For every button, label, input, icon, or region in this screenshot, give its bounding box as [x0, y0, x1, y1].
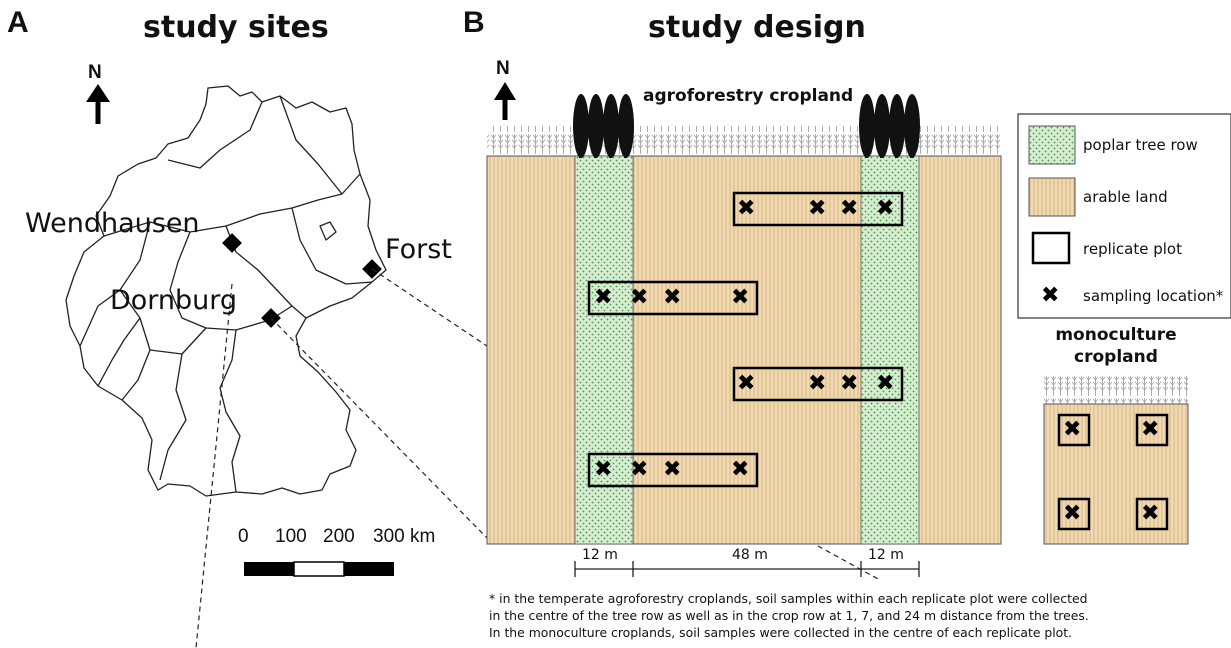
sampling-cross-icon: ✖ — [630, 457, 649, 482]
replicate-plot — [732, 191, 904, 227]
legend-label-plot: replicate plot — [1083, 240, 1182, 258]
poplar-trees-east — [859, 94, 920, 158]
state-border — [279, 95, 343, 195]
replicate-plot — [1135, 497, 1169, 531]
monoculture-title-line-1: monoculture — [1055, 325, 1177, 345]
dimension-label: 12 m — [868, 547, 904, 563]
footnote: * in the temperate agroforestry cropland… — [489, 590, 1089, 641]
dimension-lines — [574, 561, 920, 577]
sampling-cross-icon: ✖ — [1063, 417, 1082, 442]
sampling-cross-icon: ✖ — [1141, 501, 1160, 526]
monoculture-field — [1043, 403, 1189, 545]
state-border — [79, 221, 151, 347]
sampling-cross-icon: ✖ — [1063, 501, 1082, 526]
site-label-forst: Forst — [385, 234, 452, 265]
sampling-cross-icon: ✖ — [663, 285, 682, 310]
poplar-trees-west — [573, 94, 634, 158]
leader-line — [817, 545, 881, 581]
sampling-cross-icon: ✖ — [731, 285, 750, 310]
sampling-cross-icon: ✖ — [594, 285, 613, 310]
state-border — [219, 329, 241, 493]
dimension-label: 48 m — [732, 547, 768, 563]
legend-label-sampling: sampling location* — [1083, 287, 1224, 305]
sampling-cross-icon: ✖ — [630, 285, 649, 310]
leader-line — [270, 317, 488, 539]
scale-bar — [244, 561, 394, 577]
panel-title-b: study design — [648, 10, 866, 45]
scale-tick-300: 300 km — [373, 526, 436, 547]
sampling-cross-icon: ✖ — [663, 457, 682, 482]
monoculture-title: monoculture cropland — [1036, 324, 1196, 368]
state-border — [167, 101, 263, 169]
sampling-cross-icon: ✖ — [1141, 417, 1160, 442]
agroforestry-title: agroforestry cropland — [640, 86, 857, 106]
replicate-plot — [732, 366, 904, 402]
monoculture-title-line-2: cropland — [1074, 347, 1158, 367]
scale-tick-100: 100 — [275, 526, 307, 547]
scale-tick-200: 200 — [323, 526, 355, 547]
sampling-cross-icon: ✖ — [840, 371, 859, 396]
leader-line — [371, 268, 488, 347]
state-border — [97, 317, 141, 387]
north-arrow-icon — [494, 82, 516, 120]
footnote-line-2: in the centre of the tree row as well as… — [489, 608, 1089, 623]
replicate-plot — [1135, 413, 1169, 447]
state-border — [291, 207, 373, 285]
germany-map — [65, 85, 387, 497]
replicate-plot — [587, 280, 759, 316]
footnote-line-1: * in the temperate agroforestry cropland… — [489, 591, 1088, 606]
panel-title-a: study sites — [143, 10, 329, 45]
panel-letter-b: B — [463, 6, 485, 39]
state-border — [319, 221, 337, 241]
footnote-line-3: In the monoculture croplands, soil sampl… — [489, 625, 1073, 640]
leader-line — [195, 283, 233, 648]
sampling-cross-icon: ✖ — [876, 196, 895, 221]
panel-letter-a: A — [7, 6, 29, 39]
state-border — [159, 353, 187, 481]
replicate-plot — [587, 452, 759, 488]
sampling-cross-icon: ✖ — [876, 371, 895, 396]
sampling-cross-icon: ✖ — [737, 196, 756, 221]
crop-strip — [487, 126, 1001, 156]
site-marker-wendhausen — [222, 233, 242, 253]
north-label: N — [496, 58, 510, 79]
replicate-plot — [1057, 497, 1091, 531]
sampling-cross-icon: ✖ — [594, 457, 613, 482]
sampling-cross-icon: ✖ — [808, 196, 827, 221]
legend-label-tree-row: poplar tree row — [1083, 136, 1198, 154]
legend-label-arable: arable land — [1083, 188, 1168, 206]
legend-cross-icon: ✖ — [1041, 283, 1060, 308]
state-border — [103, 173, 361, 237]
sampling-cross-icon: ✖ — [808, 371, 827, 396]
legend-swatch-tree-row — [1028, 125, 1076, 165]
legend-swatch-plot — [1031, 231, 1071, 265]
north-arrow-icon — [86, 84, 110, 124]
dimension-label: 12 m — [582, 547, 618, 563]
sampling-cross-icon: ✖ — [840, 196, 859, 221]
mono-crop-strip — [1044, 374, 1188, 404]
sampling-cross-icon: ✖ — [731, 457, 750, 482]
scale-tick-0: 0 — [238, 526, 249, 547]
sampling-cross-icon: ✖ — [737, 371, 756, 396]
legend-swatch-arable — [1028, 177, 1076, 217]
replicate-plot — [1057, 413, 1091, 447]
site-label-wendhausen: Wendhausen — [25, 208, 200, 239]
north-label: N — [88, 62, 102, 83]
tree-row-east — [860, 155, 920, 545]
state-border — [149, 327, 207, 355]
tree-row-west — [574, 155, 634, 545]
site-label-dornburg: Dornburg — [110, 285, 238, 316]
